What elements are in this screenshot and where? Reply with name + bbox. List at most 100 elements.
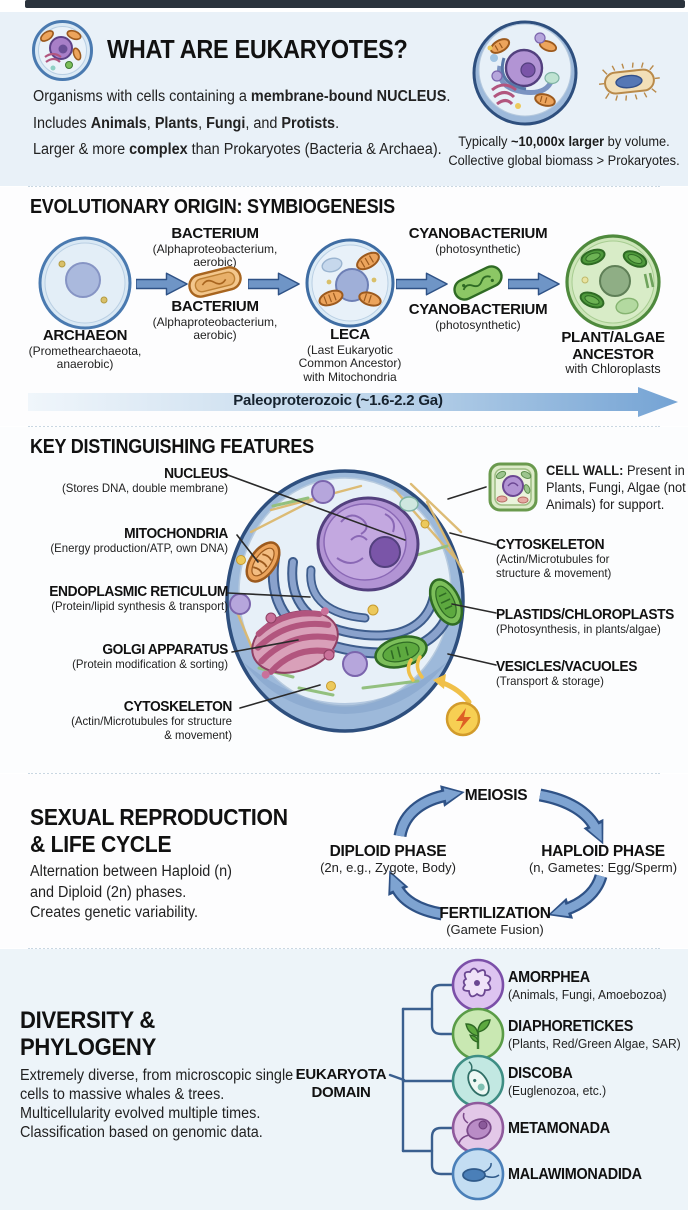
bacterium-sub: (Alphaproteobacterium, aerobic) xyxy=(152,241,278,269)
feature-name: VESICLES/VACUOLES xyxy=(496,659,638,675)
seedling-icon xyxy=(451,1007,505,1061)
cyanobacterium-label-top: CYANOBACTERIUM (photosynthetic) xyxy=(398,225,558,256)
node-fertilization: FERTILIZATION (Gamete Fusion) xyxy=(405,905,585,937)
archaeon-name: ARCHAEON xyxy=(42,327,128,344)
feature-name: MITOCHONDRIA xyxy=(124,526,228,542)
clade-desc-amorphea: (Animals, Fungi, Amoebozoa) xyxy=(508,987,667,1002)
flow-arrow-icon xyxy=(508,272,560,296)
flow-arrow-icon xyxy=(396,272,448,296)
feature-label-vesicles: VESICLES/VACUOLES (Transport & storage) xyxy=(496,659,691,689)
diploid-sub: (2n, e.g., Zygote, Body) xyxy=(320,860,456,875)
lifecycle-title-line2: & LIFE CYCLE xyxy=(30,831,172,857)
feature-desc: (Protein modification & sorting) xyxy=(72,657,228,671)
feature-desc: (Actin/Microtubules for structure & move… xyxy=(496,552,612,580)
feature-label-endoplasmic-reticulum: ENDOPLASMIC RETICULUM (Protein/lipid syn… xyxy=(0,584,228,614)
feature-name: ENDOPLASMIC RETICULUM xyxy=(49,584,228,600)
lifecycle-title: SEXUAL REPRODUCTION & LIFE CYCLE xyxy=(30,804,288,858)
bacterium-name: BACTERIUM xyxy=(171,225,259,242)
feature-name: CYTOSKELETON xyxy=(123,699,233,715)
haploid-sub: (n, Gametes: Egg/Sperm) xyxy=(528,860,678,875)
top-bar xyxy=(25,0,685,8)
archaeon-sub: (Promethearchaeota, anaerobic) xyxy=(28,343,142,371)
plant-ancestor-label: PLANT/ALGAE ANCESTOR with Chloroplasts xyxy=(553,329,673,377)
euglena-icon xyxy=(451,1054,505,1108)
feature-desc: (Energy production/ATP, own DNA) xyxy=(50,541,228,555)
leca-label: LECA (Last Eukaryotic Common Ancestor) w… xyxy=(283,326,417,384)
feature-label-nucleus: NUCLEUS (Stores DNA, double membrane) xyxy=(0,466,228,496)
node-haploid: HAPLOID PHASE (n, Gametes: Egg/Sperm) xyxy=(513,843,693,875)
phylogenetic-tree xyxy=(388,958,505,1201)
intro-paragraph: Organisms with cells containing a membra… xyxy=(33,84,450,164)
phylogeny-title-line1: DIVERSITY & xyxy=(20,1007,156,1034)
diploid-label: DIPLOID PHASE xyxy=(329,843,447,860)
size-note-line-2: Collective global biomass > Prokaryotes. xyxy=(448,152,680,168)
leca-cell-illustration xyxy=(305,238,395,328)
eukaryote-cell-small-icon xyxy=(32,20,93,81)
clade-name-metamonada: METAMONADA xyxy=(508,1120,610,1137)
phylogeny-body: Extremely diverse, from microscopic sing… xyxy=(20,1067,294,1141)
leca-sub2: with Mitochondria xyxy=(303,369,397,384)
phylogeny-title: DIVERSITY & PHYLOGENY xyxy=(20,1007,156,1061)
intro-line-2: Includes Animals, Plants, Fungi, and Pro… xyxy=(33,114,340,132)
lifecycle-body-line: and Diploid (2n) phases. xyxy=(30,883,187,901)
flagellate-icon xyxy=(451,1101,505,1155)
feature-name: GOLGI APPARATUS xyxy=(102,642,228,658)
section-features: KEY DISTINGUISHING FEATURES xyxy=(0,427,688,773)
biflagellate-icon xyxy=(451,1147,505,1201)
flow-arrow-icon xyxy=(248,272,300,296)
root-label-line2: DOMAIN xyxy=(311,1083,371,1101)
lifecycle-body-line: Creates genetic variability. xyxy=(30,904,198,921)
timeline-arrow xyxy=(28,387,678,417)
meiosis-label: MEIOSIS xyxy=(464,787,528,804)
cyanobacterium-sub: (photosynthetic) xyxy=(435,241,521,256)
feature-desc: (Transport & storage) xyxy=(496,674,604,688)
flow-arrow-icon xyxy=(136,272,188,296)
leca-name: LECA xyxy=(330,326,370,343)
bacterium-name: BACTERIUM xyxy=(171,298,259,315)
section-phylogeny: DIVERSITY & PHYLOGENY Extremely diverse,… xyxy=(0,949,688,1210)
section-intro: WHAT ARE EUKARYOTES? Organisms with cell… xyxy=(0,12,688,186)
section-origin: EVOLUTIONARY ORIGIN: SYMBIOGENESIS ARCHA… xyxy=(0,187,688,426)
lifecycle-title-line1: SEXUAL REPRODUCTION xyxy=(30,804,288,830)
clade-name-malawimonadida: MALAWIMONADIDA xyxy=(508,1166,642,1183)
clade-name-amorphea: AMORPHEA xyxy=(508,969,590,986)
feature-label-plastids: PLASTIDS/CHLOROPLASTS (Photosynthesis, i… xyxy=(496,607,691,637)
archaeon-cell-illustration xyxy=(38,236,132,330)
section-lifecycle: SEXUAL REPRODUCTION & LIFE CYCLE Alterna… xyxy=(0,774,688,948)
clade-desc-discoba: (Euglenozoa, etc.) xyxy=(508,1083,607,1098)
amoeba-icon xyxy=(451,958,505,1012)
plant-cell-wall-icon xyxy=(488,462,538,512)
feature-name: CYTOSKELETON xyxy=(496,537,605,553)
bacterium-sub: (Alphaproteobacterium, aerobic) xyxy=(152,314,278,342)
phylogeny-title-line2: PHYLOGENY xyxy=(20,1034,157,1061)
size-note-line-1: Typically ~10,000x larger by volume. xyxy=(458,134,670,149)
feature-desc: (Stores DNA, double membrane) xyxy=(61,481,229,495)
root-label-line1: EUKARYOTA xyxy=(295,1066,387,1083)
cyanobacterium-name: CYANOBACTERIUM xyxy=(408,301,548,318)
prokaryote-cell-icon xyxy=(598,62,660,101)
page-title: WHAT ARE EUKARYOTES? xyxy=(107,34,408,64)
cell-diagram-illustration xyxy=(225,469,481,737)
origin-title: EVOLUTIONARY ORIGIN: SYMBIOGENESIS xyxy=(30,195,395,218)
root-label: EUKARYOTA DOMAIN xyxy=(294,1066,388,1101)
fertilization-sub: (Gamete Fusion) xyxy=(446,922,544,937)
cyanobacterium-label-bottom: CYANOBACTERIUM (photosynthetic) xyxy=(398,301,558,332)
feature-name: PLASTIDS/CHLOROPLASTS xyxy=(496,607,674,623)
cyanobacterium-icon xyxy=(453,265,503,301)
plant-algae-ancestor-illustration xyxy=(565,234,661,330)
plant-ancestor-sub: with Chloroplasts xyxy=(565,362,661,376)
node-diploid: DIPLOID PHASE (2n, e.g., Zygote, Body) xyxy=(298,843,478,875)
cyanobacterium-name: CYANOBACTERIUM xyxy=(408,225,548,242)
features-title: KEY DISTINGUISHING FEATURES xyxy=(30,435,314,458)
eukaryote-cell-large-icon xyxy=(472,20,578,126)
intro-line-1: Organisms with cells containing a membra… xyxy=(33,88,451,105)
cycle-arrows-icon xyxy=(388,785,608,921)
intro-line-3: Larger & more complex than Prokaryotes (… xyxy=(33,141,442,158)
bacterium-icon xyxy=(188,266,242,298)
bacterium-label-bottom: BACTERIUM (Alphaproteobacterium, aerobic… xyxy=(135,298,295,343)
lifecycle-body-line: Alternation between Haploid (n) xyxy=(30,863,232,880)
fertilization-label: FERTILIZATION xyxy=(439,905,551,922)
clade-name-diaphoretickes: DIAPHORETICKES xyxy=(508,1018,634,1035)
leader-lines xyxy=(224,473,497,709)
